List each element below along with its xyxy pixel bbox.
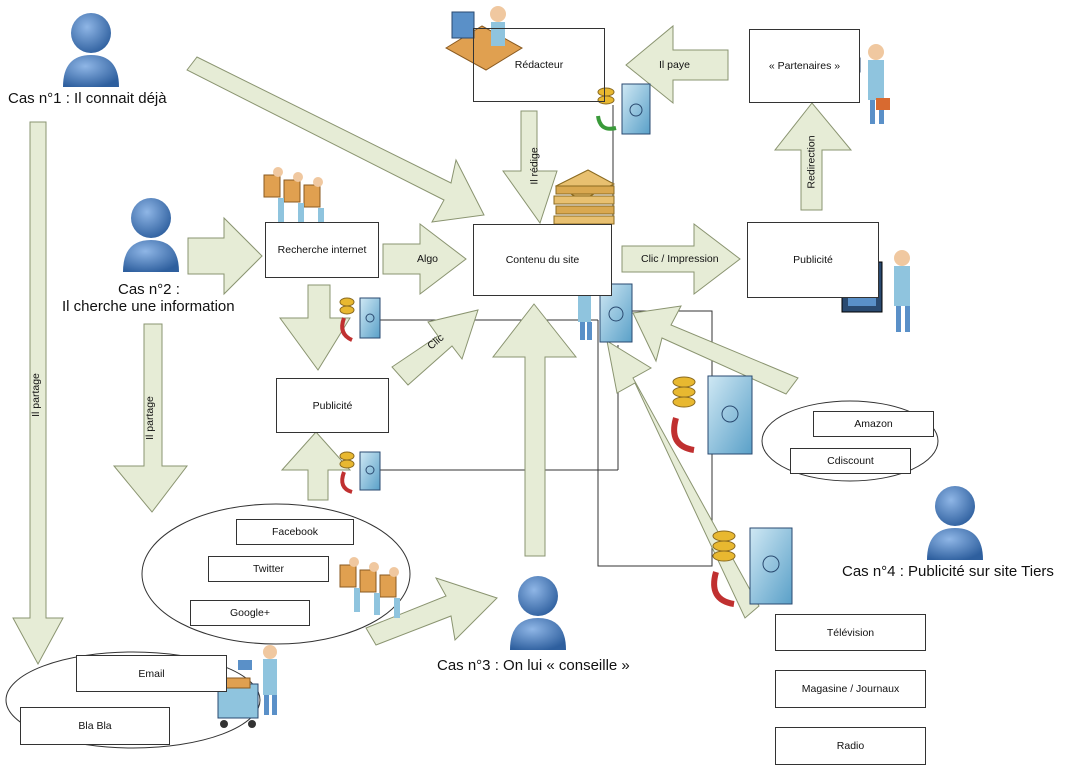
node-radio: Radio bbox=[775, 727, 926, 765]
label-redirection: Redirection bbox=[805, 135, 818, 189]
label-il-partage-mid: Il partage bbox=[143, 396, 156, 440]
email-group-ellipse bbox=[5, 651, 261, 749]
node-contenu-du-site: Contenu du site bbox=[473, 224, 612, 296]
safe-recherche-icon bbox=[339, 297, 381, 342]
node-television: Télévision bbox=[775, 614, 926, 651]
block-arrows bbox=[12, 24, 853, 666]
arrow-clic-up bbox=[391, 309, 479, 386]
node-facebook: Facebook bbox=[236, 519, 354, 545]
person-case2-icon bbox=[123, 198, 179, 272]
tiers-group-ellipse bbox=[761, 400, 939, 482]
case2-label-line2: Il cherche une information bbox=[62, 298, 235, 315]
arrow-redige bbox=[502, 110, 558, 225]
arrow-case3-up bbox=[491, 303, 578, 557]
safe-media-icon bbox=[711, 527, 793, 607]
node-recherche-internet: Recherche internet bbox=[265, 222, 379, 278]
arrow-case2-partage bbox=[112, 323, 189, 513]
safe-redacteur-icon bbox=[596, 83, 651, 135]
node-cdiscount: Cdiscount bbox=[790, 448, 911, 474]
safe-tiers-icon bbox=[671, 375, 753, 455]
arrow-social-to-case3 bbox=[365, 577, 498, 646]
connector-lines bbox=[360, 105, 713, 567]
crowd-social-icon bbox=[339, 557, 400, 618]
case2-label-line1: Cas n°2 : bbox=[118, 281, 180, 298]
case1-label: Cas n°1 : Il connait déjà bbox=[8, 90, 167, 107]
label-il-paye: Il paye bbox=[659, 59, 690, 71]
crowd-top-icon bbox=[263, 167, 324, 232]
node-twitter: Twitter bbox=[208, 556, 329, 582]
node-googleplus: Google+ bbox=[190, 600, 310, 626]
arrow-clic-impression bbox=[621, 222, 741, 296]
person-case4-icon bbox=[927, 486, 983, 560]
label-il-redige: Il rédige bbox=[528, 147, 541, 185]
node-publicite-right: Publicité bbox=[747, 222, 879, 298]
redacteur-desk-icon bbox=[445, 6, 523, 71]
arrow-social-to-publicite bbox=[280, 431, 352, 501]
arrow-recherche-to-publicite bbox=[279, 284, 351, 371]
node-partenaires: « Partenaires » bbox=[749, 29, 860, 103]
node-magasine-journaux: Magasine / Journaux bbox=[775, 670, 926, 708]
safe-publicite-icon bbox=[339, 451, 381, 494]
node-amazon: Amazon bbox=[813, 411, 934, 437]
arrow-case2-to-recherche bbox=[187, 216, 263, 296]
arrow-algo bbox=[382, 222, 467, 296]
label-clic-impression: Clic / Impression bbox=[641, 253, 719, 265]
node-redacteur: Rédacteur bbox=[473, 28, 605, 102]
arrow-tiers-to-safe bbox=[632, 305, 799, 395]
arrow-case1-partage bbox=[12, 121, 64, 666]
node-blabla: Bla Bla bbox=[20, 707, 170, 745]
label-il-partage-left: Il partage bbox=[29, 373, 42, 417]
books-icon bbox=[553, 169, 616, 225]
case4-label: Cas n°4 : Publicité sur site Tiers bbox=[842, 563, 1054, 580]
node-publicite-left: Publicité bbox=[276, 378, 389, 433]
arrow-case1-to-content bbox=[186, 56, 485, 223]
partenaires-person-icon bbox=[849, 44, 890, 124]
case3-label: Cas n°3 : On lui « conseille » bbox=[437, 657, 630, 674]
arrow-redirection bbox=[773, 102, 853, 211]
person-case1-icon bbox=[63, 13, 119, 87]
person-case3-icon bbox=[510, 576, 566, 650]
label-algo: Algo bbox=[417, 253, 439, 265]
social-group-ellipse bbox=[141, 503, 411, 645]
node-email: Email bbox=[76, 655, 227, 692]
